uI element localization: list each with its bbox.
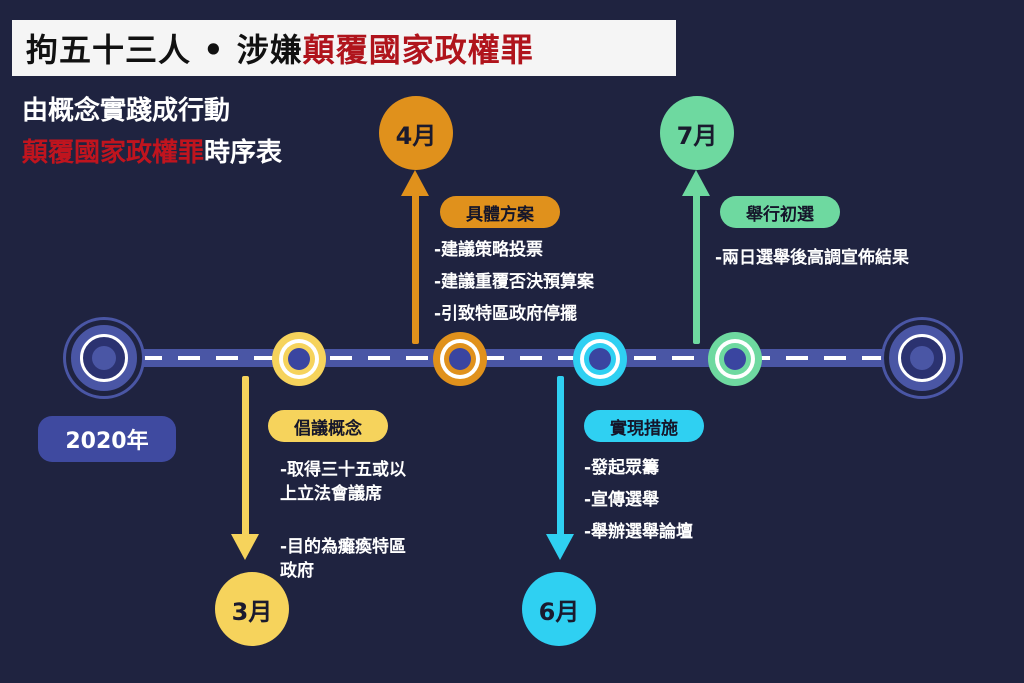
milestone-node-july bbox=[708, 332, 762, 386]
phase-item: -取得三十五或以 bbox=[280, 460, 407, 480]
phase-item: -建議重覆否決預算案 bbox=[434, 272, 595, 292]
phase-label-june: 實現措施 bbox=[584, 410, 704, 442]
april-arrow-shaft bbox=[412, 194, 419, 344]
subtitle-line-2: 顛覆國家政權罪時序表 bbox=[22, 132, 282, 169]
phase-label-april: 具體方案 bbox=[440, 196, 560, 228]
phase-item: -發起眾籌 bbox=[584, 458, 660, 478]
month-circle-july: 7月 bbox=[660, 96, 734, 170]
phase-item: -目的為癱瘓特區 bbox=[280, 537, 407, 557]
title-prefix: 拘五十三人 • 涉嫌 bbox=[26, 31, 303, 69]
phase-item: -引致特區政府停擺 bbox=[434, 304, 578, 324]
phase-item: -兩日選舉後高調宣佈結果 bbox=[715, 248, 910, 268]
phase-label-july: 舉行初選 bbox=[720, 196, 840, 228]
milestone-node-june bbox=[573, 332, 627, 386]
july-arrow-shaft bbox=[693, 194, 700, 344]
phase-label-march: 倡議概念 bbox=[268, 410, 388, 442]
title-highlight: 顛覆國家政權罪 bbox=[302, 31, 534, 69]
year-badge: 2020年 bbox=[38, 416, 176, 462]
june-arrow-head bbox=[546, 534, 574, 560]
phase-item: 政府 bbox=[280, 561, 314, 581]
milestone-node-april bbox=[433, 332, 487, 386]
phase-item: 上立法會議席 bbox=[280, 484, 382, 504]
june-arrow-shaft bbox=[557, 376, 564, 536]
milestone-node-march bbox=[272, 332, 326, 386]
timeline-start-node bbox=[66, 320, 142, 396]
month-circle-june: 6月 bbox=[522, 572, 596, 646]
timeline-end-node bbox=[884, 320, 960, 396]
phase-item: -建議策略投票 bbox=[434, 240, 544, 260]
phase-item: -宣傳選舉 bbox=[584, 490, 660, 510]
month-circle-march: 3月 bbox=[215, 572, 289, 646]
page-title: 拘五十三人 • 涉嫌顛覆國家政權罪 bbox=[12, 20, 676, 76]
timeline-dashes bbox=[140, 356, 900, 360]
subtitle-highlight: 顛覆國家政權罪 bbox=[22, 138, 205, 168]
month-circle-april: 4月 bbox=[379, 96, 453, 170]
march-arrow-shaft bbox=[242, 376, 249, 536]
march-arrow-head bbox=[231, 534, 259, 560]
subtitle-line-1: 由概念實踐成行動 bbox=[22, 96, 231, 126]
phase-item: -舉辦選舉論壇 bbox=[584, 522, 694, 542]
april-arrow-head bbox=[401, 170, 429, 196]
subtitle-rest: 時序表 bbox=[204, 138, 283, 168]
july-arrow-head bbox=[682, 170, 710, 196]
